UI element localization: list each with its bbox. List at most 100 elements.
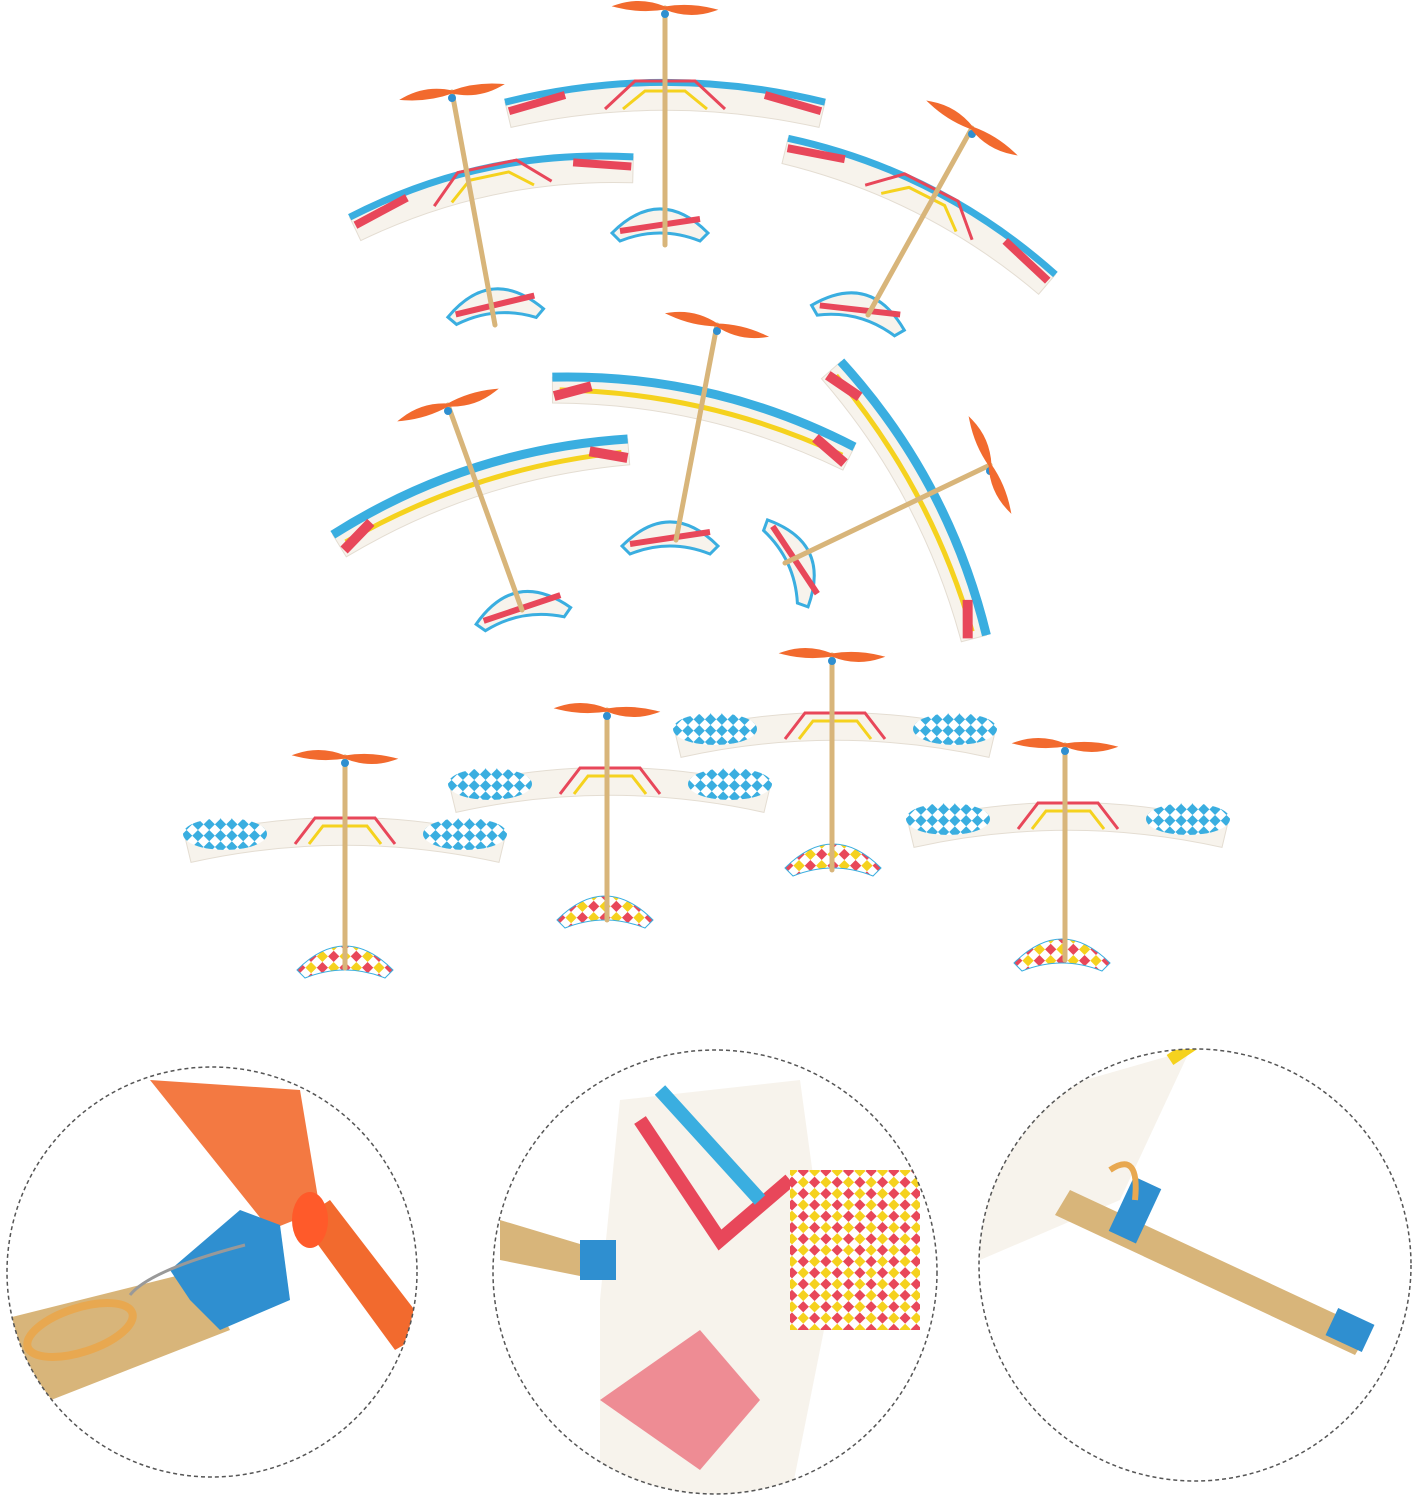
propeller xyxy=(926,100,1018,156)
propeller xyxy=(553,703,661,717)
propeller xyxy=(1011,738,1119,752)
tail-detail-content xyxy=(500,1080,920,1494)
wing-tip-red xyxy=(552,381,848,467)
propeller-blade xyxy=(968,416,1012,514)
wing-pattern-right xyxy=(688,768,772,800)
blue-clip xyxy=(170,1210,290,1330)
wing-mount-detail xyxy=(978,1048,1412,1482)
tail-wing xyxy=(809,291,907,338)
propeller xyxy=(611,1,719,15)
tail-wing xyxy=(1013,938,1111,972)
propeller-blade-bottom xyxy=(300,1200,417,1350)
fuselage-stick xyxy=(782,462,993,566)
nose-clip xyxy=(448,94,456,102)
wing-stripe-yellow xyxy=(834,373,975,633)
propeller xyxy=(397,388,499,422)
wing-tip-red xyxy=(340,446,629,554)
wing-edge-blue xyxy=(552,372,857,451)
wing-pattern-left xyxy=(906,803,990,835)
glider-checker xyxy=(448,703,772,929)
tail-stripe xyxy=(629,529,711,547)
rubber-band xyxy=(1108,1161,1139,1201)
tail-stripe xyxy=(454,292,536,318)
wing xyxy=(448,766,772,813)
wood-stick xyxy=(7,1270,230,1420)
rubber-band xyxy=(23,1299,137,1361)
fin-stripe-red xyxy=(634,1116,795,1251)
wing-pattern-right xyxy=(1146,803,1230,835)
wing xyxy=(820,358,991,643)
wing-pattern-left xyxy=(448,768,532,800)
nose-clip xyxy=(828,657,836,665)
wing-tip-red xyxy=(507,91,823,116)
tail-checker xyxy=(790,1170,920,1330)
wing-chevron-red xyxy=(432,158,553,208)
wing-pattern-right xyxy=(423,818,507,850)
wing-stripe-yellow xyxy=(344,449,622,545)
propeller-blade xyxy=(291,750,399,764)
nose-clip xyxy=(444,407,452,415)
fuselage-stick xyxy=(449,89,498,328)
glider-stripes xyxy=(761,358,1012,643)
tail-stripe xyxy=(619,216,701,234)
wing-chevron-yellow xyxy=(572,774,648,795)
wing-pattern-right xyxy=(913,713,997,745)
wing-chevron-yellow xyxy=(1030,809,1106,830)
tail-stripe xyxy=(819,302,901,318)
wing-tip-red xyxy=(824,371,973,639)
glider-checker xyxy=(673,648,997,877)
glider-stripes xyxy=(330,388,631,633)
propeller xyxy=(664,311,770,339)
tail xyxy=(1013,938,1111,972)
glider-stars xyxy=(348,83,634,328)
planes-layer xyxy=(183,1,1230,979)
propeller-blade xyxy=(778,648,886,662)
propeller-blade xyxy=(611,1,719,15)
glider-checker xyxy=(183,750,507,979)
propeller-detail-border xyxy=(6,1066,418,1478)
wood-stick xyxy=(500,1220,600,1280)
nose-clip xyxy=(713,327,721,335)
checker-diamond xyxy=(600,1330,760,1470)
glider-checker xyxy=(906,738,1230,972)
wing-stripe-yellow xyxy=(1166,1049,1204,1065)
wing xyxy=(673,711,997,758)
propeller-blade-top xyxy=(150,1080,320,1230)
wing-chevron-yellow xyxy=(880,185,958,233)
glider-stars xyxy=(504,1,826,248)
nose-clip xyxy=(603,712,611,720)
propeller-blade xyxy=(399,83,505,101)
blue-end-cap xyxy=(1325,1307,1375,1353)
tail xyxy=(609,207,711,243)
wing-body xyxy=(907,801,1229,848)
propeller-detail xyxy=(6,1066,418,1478)
wing-pattern-left xyxy=(183,818,267,850)
tail xyxy=(809,291,907,338)
tail-detail xyxy=(492,1049,938,1495)
propeller-blade xyxy=(664,311,770,339)
tail-detail-border xyxy=(492,1049,938,1495)
wing-tip-red xyxy=(786,144,1051,284)
wing-edge-blue xyxy=(330,434,628,539)
propeller-blade xyxy=(397,388,499,422)
wing-body xyxy=(674,711,996,758)
wing-chevron-red xyxy=(783,711,887,740)
wing-chevron-yellow xyxy=(450,170,535,204)
wing-chevron-yellow xyxy=(797,719,873,740)
wire-hook xyxy=(128,1243,246,1296)
nose-clip xyxy=(1061,747,1069,755)
propeller xyxy=(399,83,505,101)
wing xyxy=(781,134,1058,295)
nose-clip xyxy=(661,10,669,18)
wing-edge-blue xyxy=(837,358,991,637)
wing-body xyxy=(449,766,771,813)
wood-stick xyxy=(1055,1190,1370,1355)
propeller-blade xyxy=(926,100,1018,156)
wing-mount-detail-border xyxy=(978,1048,1412,1482)
wing-chevron-red xyxy=(864,172,974,241)
wing xyxy=(551,372,857,471)
fuselage-stick xyxy=(865,125,975,318)
fuselage-stick xyxy=(673,322,720,543)
propeller xyxy=(778,648,886,662)
